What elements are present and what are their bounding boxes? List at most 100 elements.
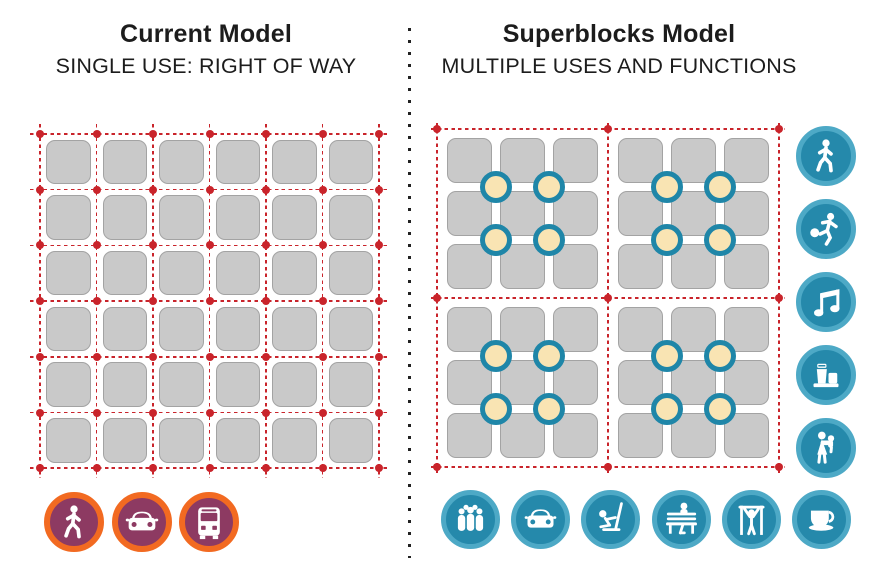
intersection-dot [149, 241, 157, 250]
interior-intersection-hub [651, 393, 683, 425]
waste-bins-glyph [813, 363, 839, 388]
intersection-dot [36, 297, 44, 306]
interior-intersection-hub [480, 340, 512, 372]
intersection-dot [205, 352, 214, 361]
intersection-dot [375, 408, 383, 417]
intersection-dot [92, 185, 101, 194]
city-block [272, 306, 317, 352]
pedestrian-glyph [64, 505, 81, 539]
intersection-dot [375, 297, 383, 306]
intersection-dot [92, 130, 101, 138]
pedestrian-icon [796, 126, 856, 186]
pullup-bars-glyph [738, 505, 765, 536]
city-block [500, 413, 545, 458]
bus-glyph [198, 507, 220, 540]
city-block [328, 362, 373, 407]
coffee-glyph [808, 510, 835, 531]
intersection-dot [262, 297, 270, 306]
intersection-dot [318, 241, 327, 250]
intersection-dot [375, 241, 383, 250]
soccer-glyph [810, 212, 838, 246]
pullup-bars-icon [721, 490, 781, 549]
city-block [553, 244, 598, 289]
city-block [46, 418, 91, 463]
intersection-dot [205, 130, 214, 138]
intersection-dot [92, 408, 101, 417]
coffee-icon [792, 490, 851, 549]
bench-icon [651, 490, 711, 549]
city-block [328, 195, 373, 240]
intersection-dot [433, 294, 441, 302]
intersection-dot [604, 463, 612, 471]
intersection-dot [775, 125, 783, 133]
intersection-dot [318, 352, 327, 361]
intersection-dot [318, 185, 327, 194]
intersection-dot [375, 464, 383, 473]
intersection-dot [775, 463, 783, 471]
city-block [215, 418, 260, 463]
pedestrian-glyph [816, 139, 833, 173]
intersection-dot [36, 352, 44, 361]
intersection-dot [375, 185, 383, 194]
intersection-dot [36, 130, 44, 138]
parent-child-icon [796, 418, 856, 478]
car-glyph [125, 511, 158, 531]
intersection-dot [375, 130, 383, 138]
superblocks-model-title: Superblocks Model [502, 20, 736, 48]
intersection-dot [92, 352, 101, 361]
intersection-dot [36, 241, 44, 250]
intersection-dot [775, 294, 783, 302]
intersection-dot [149, 464, 157, 473]
intersection-dot [205, 408, 214, 417]
current-model-subtitle: SINGLE USE: RIGHT OF WAY [55, 54, 357, 78]
interior-intersection-hub [533, 171, 565, 203]
city-block [215, 139, 260, 184]
city-block [447, 307, 492, 352]
current-model-title: Current Model [119, 20, 293, 48]
pedestrian-icon [44, 492, 104, 552]
intersection-dot [92, 464, 101, 473]
interior-intersection-hub [651, 340, 683, 372]
car-glyph [524, 509, 557, 528]
city-block [102, 139, 147, 184]
superblocks-model-subtitle: MULTIPLE USES AND FUNCTIONS [441, 54, 797, 78]
intersection-dot [318, 408, 327, 417]
people-group-glyph [457, 504, 484, 531]
city-block [102, 250, 147, 296]
swing-glyph [599, 502, 624, 532]
soccer-icon [796, 199, 856, 259]
interior-intersection-hub [704, 171, 736, 203]
city-block [159, 306, 204, 352]
city-block [159, 250, 204, 296]
intersection-dot [36, 408, 44, 417]
city-block [724, 244, 769, 289]
intersection-dot [604, 125, 612, 133]
current-model-header: Current Model SINGLE USE: RIGHT OF WAY [8, 20, 404, 79]
intersection-dot [149, 297, 157, 306]
intersection-dot [262, 408, 270, 417]
intersection-dot [92, 241, 101, 250]
intersection-dot [262, 185, 270, 194]
city-block [553, 413, 598, 458]
bench-glyph [665, 502, 697, 535]
city-block [159, 418, 204, 463]
city-block [102, 418, 147, 463]
intersection-dot [375, 352, 383, 361]
city-block [328, 139, 373, 184]
interior-intersection-hub [651, 224, 683, 256]
intersection-dot [205, 241, 214, 250]
intersection-dot [36, 464, 44, 473]
city-block [46, 139, 91, 184]
city-block [272, 139, 317, 184]
intersection-dot [205, 185, 214, 194]
interior-intersection-hub [533, 340, 565, 372]
city-block [102, 362, 147, 407]
intersection-dot [262, 241, 270, 250]
city-block [272, 362, 317, 407]
city-block [272, 418, 317, 463]
city-block [102, 306, 147, 352]
intersection-dot [262, 352, 270, 361]
intersection-dot [36, 185, 44, 194]
swing-icon [581, 490, 641, 549]
